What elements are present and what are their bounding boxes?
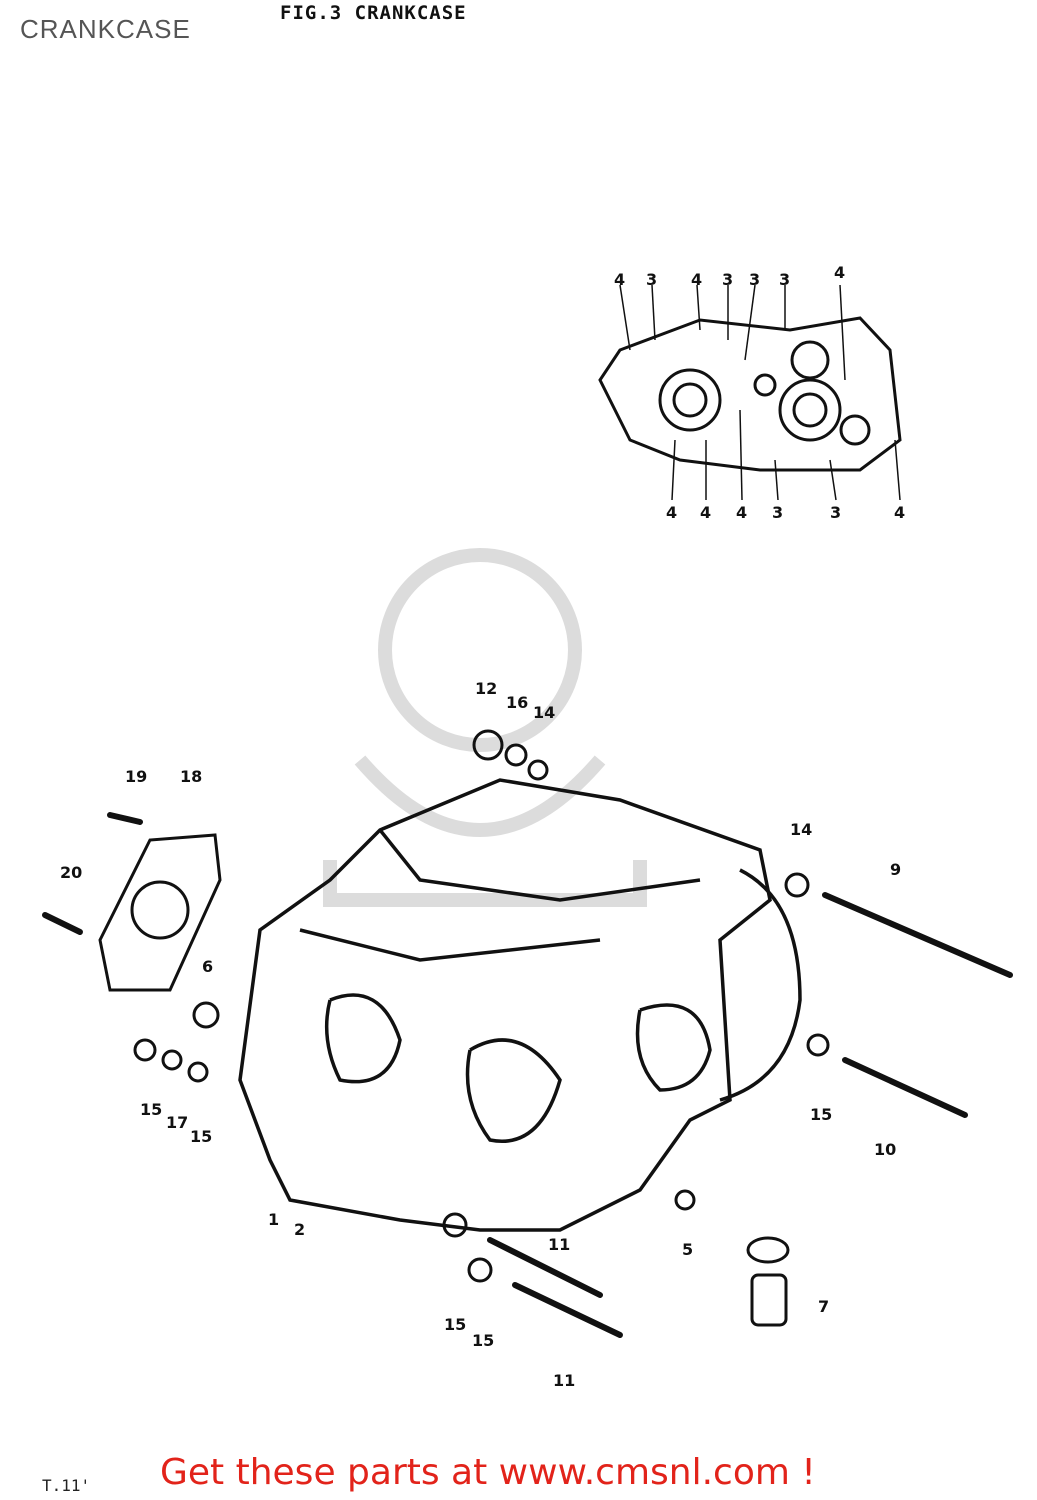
footer-code: T.11' bbox=[42, 1476, 91, 1495]
callout-label: 15 bbox=[140, 1100, 162, 1119]
cover-plate bbox=[98, 833, 222, 992]
watermark-logo bbox=[323, 548, 647, 907]
callout-label: 3 bbox=[772, 503, 783, 522]
page-title: CRANKCASE bbox=[20, 14, 191, 44]
callout-label: 5 bbox=[682, 1240, 693, 1259]
callout-label: 4 bbox=[736, 503, 747, 522]
callout-label: 3 bbox=[830, 503, 841, 522]
callout-label: 15 bbox=[472, 1331, 494, 1350]
callout-label: 4 bbox=[894, 503, 905, 522]
bolts bbox=[42, 812, 1013, 1338]
callout-label: 3 bbox=[779, 270, 790, 289]
callout-label: 6 bbox=[202, 957, 213, 976]
callout-label: 15 bbox=[810, 1105, 832, 1124]
callout-label: 19 bbox=[125, 767, 147, 786]
promo-link[interactable]: Get these parts at www.cmsnl.com ! bbox=[160, 1452, 816, 1493]
callout-label: 3 bbox=[646, 270, 657, 289]
callout-label: 3 bbox=[722, 270, 733, 289]
callout-label: 4 bbox=[666, 503, 677, 522]
callout-label: 17 bbox=[166, 1113, 188, 1132]
washers-and-nuts bbox=[133, 729, 830, 1327]
callout-label: 20 bbox=[60, 863, 82, 882]
callout-label: 1 bbox=[268, 1210, 279, 1229]
gasket-callouts-top: 4 3 4 3 3 3 4 bbox=[614, 263, 845, 289]
callout-label: 16 bbox=[506, 693, 528, 712]
callout-label: 11 bbox=[553, 1371, 575, 1390]
callout-label: 14 bbox=[790, 820, 812, 839]
callout-label: 10 bbox=[874, 1140, 896, 1159]
callout-label: 18 bbox=[180, 767, 202, 786]
callout-label: 11 bbox=[548, 1235, 570, 1254]
gasket-drawing bbox=[598, 316, 902, 472]
callout-label: 4 bbox=[691, 270, 702, 289]
callout-label: 12 bbox=[475, 679, 497, 698]
callout-label: 2 bbox=[294, 1220, 305, 1239]
callout-label: 14 bbox=[533, 703, 555, 722]
figure-title: FIG.3 CRANKCASE bbox=[280, 2, 467, 24]
callout-label: 9 bbox=[890, 860, 901, 879]
callout-label: 4 bbox=[834, 263, 845, 282]
callout-label: 4 bbox=[700, 503, 711, 522]
callout-label: 15 bbox=[444, 1315, 466, 1334]
callout-label: 7 bbox=[818, 1297, 829, 1316]
crankcase-body bbox=[238, 778, 802, 1232]
callout-label: 15 bbox=[190, 1127, 212, 1146]
gasket-leader-lines bbox=[619, 284, 901, 501]
part-callouts: 12 16 14 19 18 20 6 15 17 15 14 9 15 10 … bbox=[60, 679, 901, 1390]
gasket-callouts-bottom: 4 4 4 3 3 4 bbox=[666, 503, 905, 522]
callout-label: 3 bbox=[749, 270, 760, 289]
callout-label: 4 bbox=[614, 270, 625, 289]
